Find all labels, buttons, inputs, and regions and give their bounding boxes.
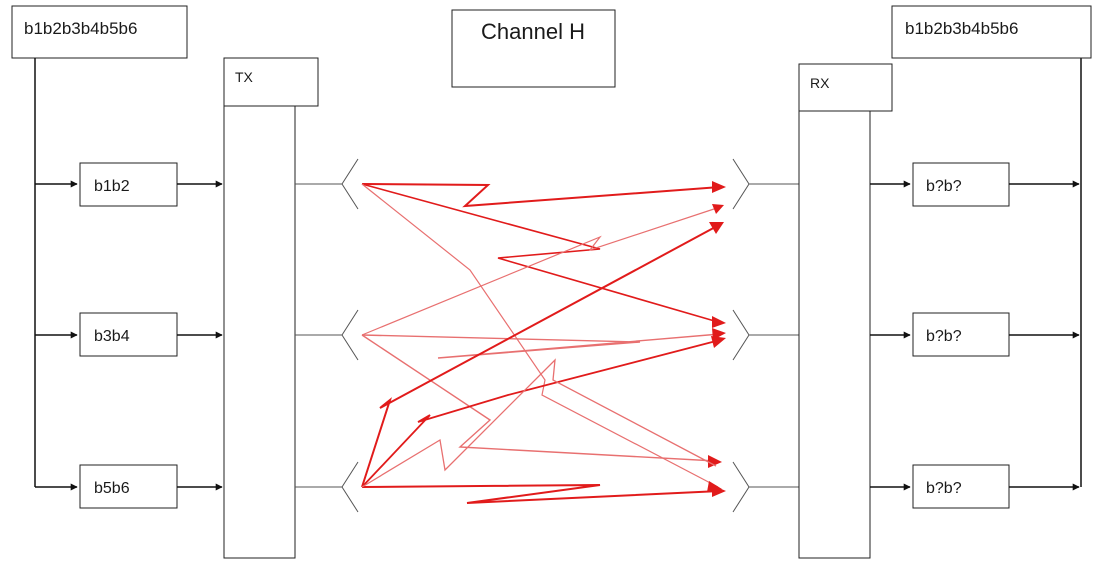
output-bits-box: b1b2b3b4b5b6	[891, 5, 1092, 59]
rx-antennas	[732, 158, 799, 513]
rx-output-arrows	[870, 180, 911, 491]
output-bits-label: b1b2b3b4b5b6	[905, 19, 1018, 38]
input-pair-label: b5b6	[94, 480, 130, 497]
channel-path-1-3	[361, 183, 719, 488]
channel-path-3-1	[361, 224, 720, 488]
channel-path-3-4	[361, 358, 717, 488]
channel-path-1-1	[361, 183, 721, 208]
tx-label: TX	[235, 69, 254, 85]
output-pair-label: b?b?	[926, 178, 962, 195]
channel-path-3-2	[361, 339, 721, 488]
input-pair-box-1: b1b2	[79, 162, 178, 207]
channel-path-3-3	[361, 484, 721, 504]
output-pair-box-1: b?b?	[912, 162, 1010, 207]
channel-path-2-1	[361, 206, 721, 336]
tx-antennas	[295, 158, 359, 513]
channel-paths	[361, 181, 726, 504]
channel-label: Channel H	[481, 19, 585, 44]
rx-block: RX	[798, 63, 893, 559]
input-pair-label: b1b2	[94, 178, 130, 195]
rx-label: RX	[810, 75, 830, 91]
input-pair-label: b3b4	[94, 328, 130, 345]
input-bits-box: b1b2b3b4b5b6	[11, 5, 188, 59]
tx-input-arrows	[177, 180, 223, 491]
output-pair-box-3: b?b?	[912, 464, 1010, 509]
input-bits-label: b1b2b3b4b5b6	[24, 19, 137, 38]
input-pair-box-2: b3b4	[79, 312, 178, 357]
channel-path-2-3	[361, 334, 717, 462]
channel-box: Channel H	[451, 9, 616, 88]
output-pair-box-2: b?b?	[912, 312, 1010, 357]
input-pair-box-3: b5b6	[79, 464, 178, 509]
output-merge-wires	[1009, 58, 1082, 491]
channel-path-1-2	[361, 183, 719, 323]
output-pair-label: b?b?	[926, 480, 962, 497]
channel-path-2-2	[361, 333, 721, 359]
output-pair-label: b?b?	[926, 328, 962, 345]
tx-block: TX	[223, 57, 319, 559]
input-split-wires	[34, 58, 78, 491]
